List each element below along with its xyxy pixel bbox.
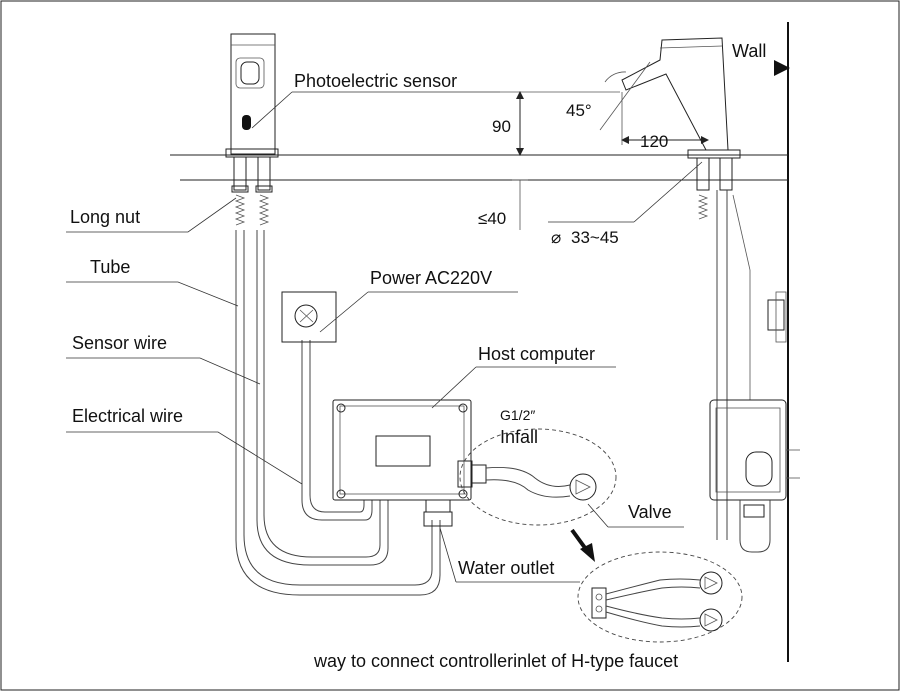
h-type-detail [577,551,743,643]
label-sensor-wire: Sensor wire [72,333,167,353]
label-valve: Valve [628,502,672,522]
counter-top-left [170,154,500,181]
faucet-side-view [621,37,751,540]
dimension-height: 90 [492,117,511,136]
dimension-max-thickness: ≤40 [478,209,506,228]
leader-lines [66,91,684,583]
label-host-computer: Host computer [478,344,595,364]
label-wall: Wall [732,41,766,61]
long-nut-studs [231,156,273,226]
dimension-hole-diameter: 33~45 [571,228,619,247]
counter-top-right [482,154,788,181]
caption: way to connect controllerinlet of H-type… [313,651,678,671]
label-tube: Tube [90,257,130,277]
dimension-lines [500,61,709,230]
label-photoelectric-sensor: Photoelectric sensor [294,71,457,91]
label-long-nut: Long nut [70,207,140,227]
faucet-body-left [225,33,279,158]
wall-arrow-icon [774,60,790,76]
dimension-reach: 120 [640,132,668,151]
side-controller [709,291,800,553]
power-socket [281,291,337,343]
dimension-angle: 45° [566,101,592,120]
host-computer-box [332,399,487,527]
label-infall: Infall [500,427,538,447]
diameter-icon: ⌀ [551,228,561,247]
down-right-arrow-icon [570,528,595,562]
label-thread: G1/2″ [500,407,535,423]
label-power: Power AC220V [370,268,492,288]
label-water-outlet: Water outlet [458,558,554,578]
valve-assembly [459,428,617,526]
label-electrical-wire: Electrical wire [72,406,183,426]
sensor-window-icon [242,115,251,130]
tube-and-wires [235,230,441,596]
